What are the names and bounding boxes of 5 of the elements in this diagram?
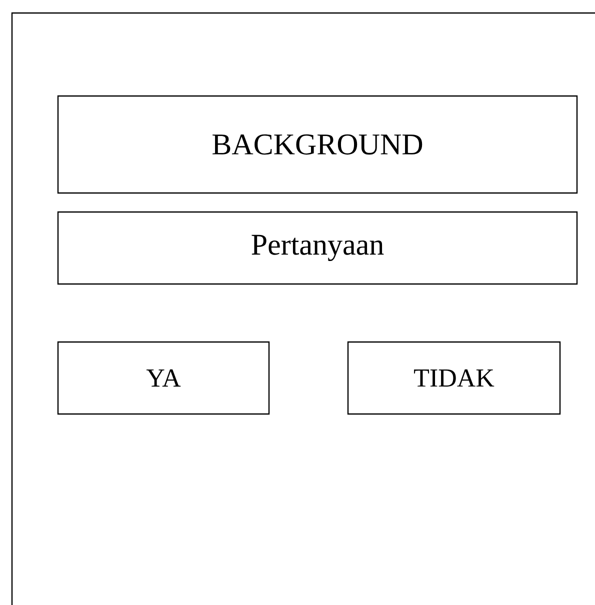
text-box: BACKGROUND	[57, 95, 578, 194]
text-box: TIDAK	[347, 341, 561, 415]
text-box: Pertanyaan	[57, 211, 578, 285]
text-box: YA	[57, 341, 270, 415]
frame	[11, 12, 595, 605]
